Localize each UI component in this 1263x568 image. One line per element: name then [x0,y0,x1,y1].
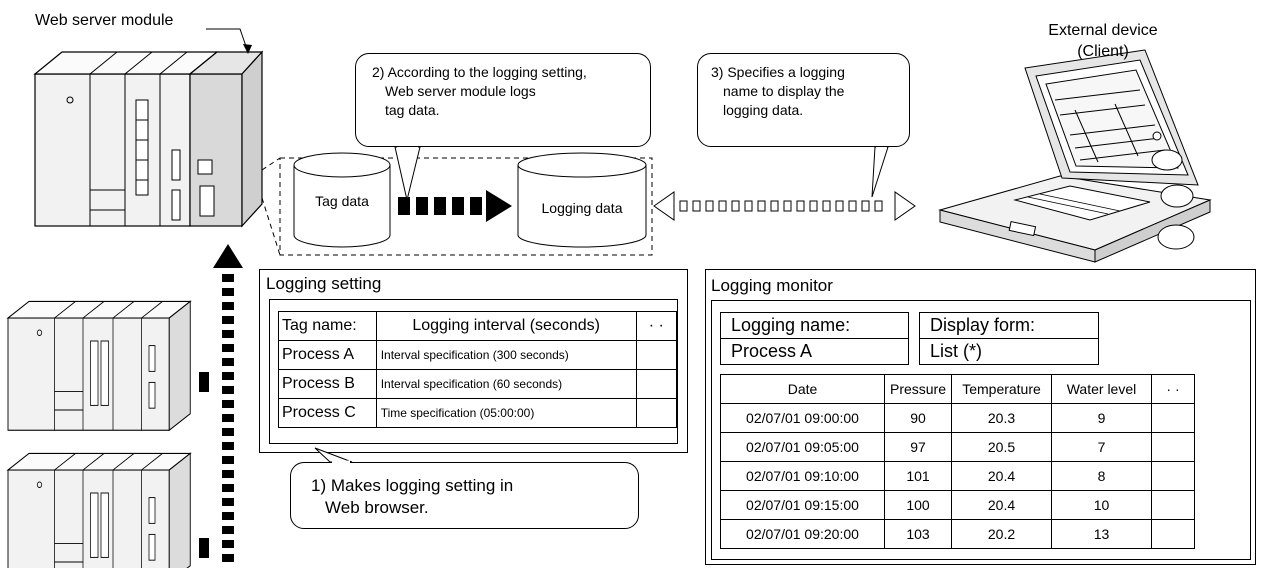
callout-step-2: 2) According to the logging setting, Web… [355,53,651,147]
callout-step-1: 1) Makes logging setting in Web browser. [290,462,639,529]
header-water-level: Water level [1051,374,1152,404]
pressure-cell: 90 [884,403,952,433]
extra-cell [1151,403,1195,433]
client-label: (Client) [1077,43,1129,60]
logging-setting-title: Logging setting [266,274,382,293]
interval-cell: Interval specification (300 seconds) [375,340,637,370]
water-level-cell: 10 [1051,490,1152,520]
extra-cell [635,398,678,428]
tag-name-cell: Process B [278,369,377,399]
pressure-cell: 100 [884,490,952,520]
pressure-cell: 97 [884,432,952,462]
date-cell: 02/07/01 09:00:00 [720,403,885,433]
extra-cell [635,369,678,399]
extra-cell [1151,519,1195,549]
setting-header-row: Tag name:Logging interval (seconds)· · [278,311,678,341]
callout-step-2-line-2: Web server module logs [385,83,536,99]
water-level-cell: 9 [1051,403,1152,433]
extra-cell [1151,490,1195,520]
web-server-module-graphic [33,50,264,228]
display-form-value: List (*) [920,338,1098,363]
logging-setting-panel: Logging setting Tag name:Logging interva… [259,269,688,453]
callout-step-3: 3) Specifies a logging name to display t… [697,53,910,147]
logging-setting-frame: Tag name:Logging interval (seconds)· · Pr… [269,299,678,444]
date-cell: 02/07/01 09:10:00 [720,461,885,491]
external-device-label: External device [1048,22,1158,39]
callout-step-1-line-1: 1) Makes logging setting in [311,476,514,495]
temperature-cell: 20.4 [951,490,1052,520]
callout-step-1-line-2: Web browser. [325,498,429,517]
temperature-cell: 20.5 [951,432,1052,462]
tag-data-label: Tag data [315,193,369,209]
callout-step-2-line-1: 2) According to the logging setting, [372,64,587,80]
callout-step-3-line-1: 3) Specifies a logging [711,64,845,80]
water-level-cell: 7 [1051,432,1152,462]
logging-name-box: Logging name: Process A [720,312,909,365]
temperature-cell: 20.3 [951,403,1052,433]
header-logging-interval: Logging interval (seconds) [375,311,637,341]
upload-arrow [199,244,243,562]
date-cell: 02/07/01 09:15:00 [720,490,885,520]
header-date: Date [720,374,885,404]
tag-name-cell: Process C [278,398,377,428]
pressure-cell: 101 [884,461,952,491]
logging-name-value: Process A [721,338,908,363]
web-server-module-label: Web server module [35,12,174,29]
logging-arrow [398,190,512,222]
logging-setting-table: Tag name:Logging interval (seconds)· · Pr… [278,311,678,428]
temperature-cell: 20.4 [951,461,1052,491]
date-cell: 02/07/01 09:20:00 [720,519,885,549]
header-pressure: Pressure [884,374,952,404]
logging-data-label: Logging data [541,200,623,216]
callout-step-3-line-2: name to display the [723,83,845,99]
tag-data-cylinder [293,152,391,248]
logging-name-label: Logging name: [731,315,851,335]
logging-monitor-frame: Logging name: Process A Display form: Li… [711,300,1251,560]
date-cell: 02/07/01 09:05:00 [720,432,885,462]
header-more: · · [1151,374,1195,404]
temperature-cell: 20.2 [951,519,1052,549]
water-level-cell: 13 [1051,519,1152,549]
header-temperature: Temperature [951,374,1052,404]
interval-cell: Time specification (05:00:00) [375,398,637,428]
extra-cell [1151,461,1195,491]
logging-monitor-title: Logging monitor [711,276,833,295]
laptop-graphic [938,49,1212,263]
water-level-cell: 8 [1051,461,1152,491]
callout-step-2-line-3: tag data. [385,102,440,118]
extra-cell [1151,432,1195,462]
logging-data-cylinder [517,152,647,248]
logging-monitor-panel: Logging monitor Logging name: Process A … [705,269,1256,565]
display-arrow [653,191,916,221]
pressure-cell: 103 [884,519,952,549]
callout-step-3-line-3: logging data. [723,102,804,118]
display-form-label: Display form: [930,315,1036,335]
display-form-box: Display form: List (*) [919,312,1099,365]
